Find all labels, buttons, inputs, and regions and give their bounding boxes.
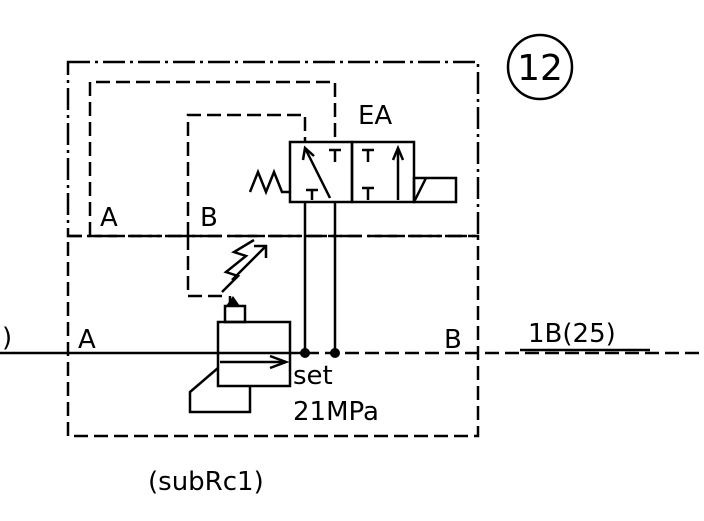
valve-ea-label: EA [358,101,392,131]
solenoid-actuator [412,176,458,204]
pilot-triangle [226,296,240,306]
callout-circle [506,33,574,101]
junction-dot [300,348,310,358]
line-b-label: B [444,325,462,355]
relief-block-outline [66,234,480,438]
pilot-a-label: A [100,203,118,233]
solenoid-valve-left-box [288,140,354,204]
valve-block-outline [66,60,480,238]
left-edge-label: ) [2,323,12,353]
line-label-right: 1B(25) [528,319,616,349]
pilot-line-b [186,236,225,298]
junction-dot [330,348,340,358]
set-value: 21MPa [293,397,379,427]
line-a-label: A [78,325,96,355]
callout-number: 12 [517,48,563,89]
solenoid-valve-right-box [350,140,416,204]
relief-drain-line [188,367,252,414]
relief-valve-cap [223,304,247,324]
set-label: set [293,361,333,391]
pilot-line-b-top [186,113,307,236]
block-label: (subRc1) [148,467,264,497]
spring-icon [248,168,290,196]
pilot-line-a [88,80,337,236]
relief-valve-body [216,320,292,388]
pilot-b-label: B [200,203,218,233]
adjustable-spring-icon [221,238,255,293]
